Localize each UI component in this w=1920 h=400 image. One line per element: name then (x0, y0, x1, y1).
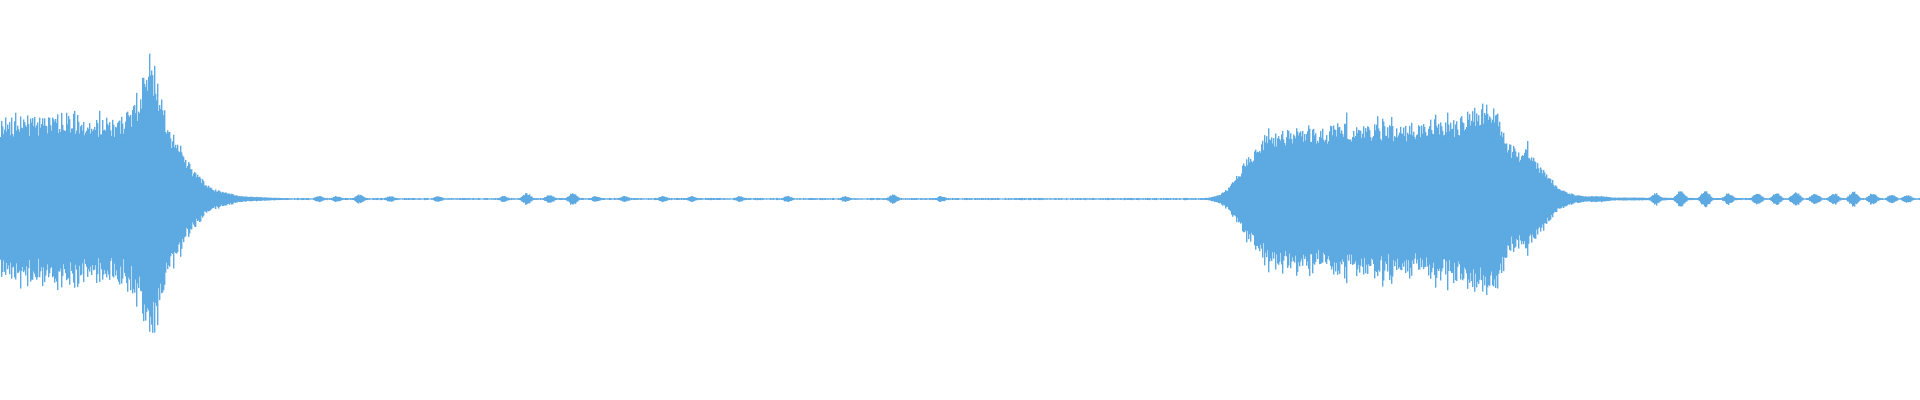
waveform-blip (841, 196, 848, 202)
waveform-blip (621, 196, 627, 202)
waveform-blip (889, 195, 896, 203)
waveform-blip (659, 196, 666, 202)
waveform-blip (1903, 195, 1910, 203)
waveform-blip (500, 196, 507, 202)
waveform-blip (386, 196, 393, 202)
waveform-blip (1677, 191, 1683, 207)
waveform-blip (315, 196, 322, 202)
waveform-blip (356, 195, 363, 203)
waveform-blip (1552, 197, 1559, 201)
waveform-blips (315, 191, 1910, 207)
waveform-blip (1792, 192, 1799, 206)
waveform-blip (1725, 193, 1731, 205)
waveform-blip (937, 196, 944, 202)
waveform-blip (333, 196, 339, 202)
waveform-blip (1753, 193, 1760, 205)
waveform-blip (688, 196, 695, 202)
waveform-blip (736, 196, 743, 202)
waveform-blip (1830, 193, 1837, 205)
waveform-blip (1619, 197, 1626, 201)
waveform-blip (1701, 191, 1708, 207)
waveform-samples (0, 53, 1920, 333)
waveform-center-line (263, 198, 1920, 200)
waveform-blip (1849, 192, 1856, 206)
waveform-blip (434, 196, 441, 202)
waveform-blip (546, 195, 553, 203)
waveform-blip (592, 196, 599, 202)
waveform-blip (1869, 193, 1875, 205)
waveform-blip (1773, 193, 1779, 205)
waveform-blip (1811, 193, 1818, 205)
waveform-blip (523, 193, 530, 205)
waveform-blip (1652, 193, 1659, 205)
waveform-blip (569, 193, 576, 205)
waveform-blip (1888, 195, 1895, 203)
waveform-blip (784, 196, 791, 202)
